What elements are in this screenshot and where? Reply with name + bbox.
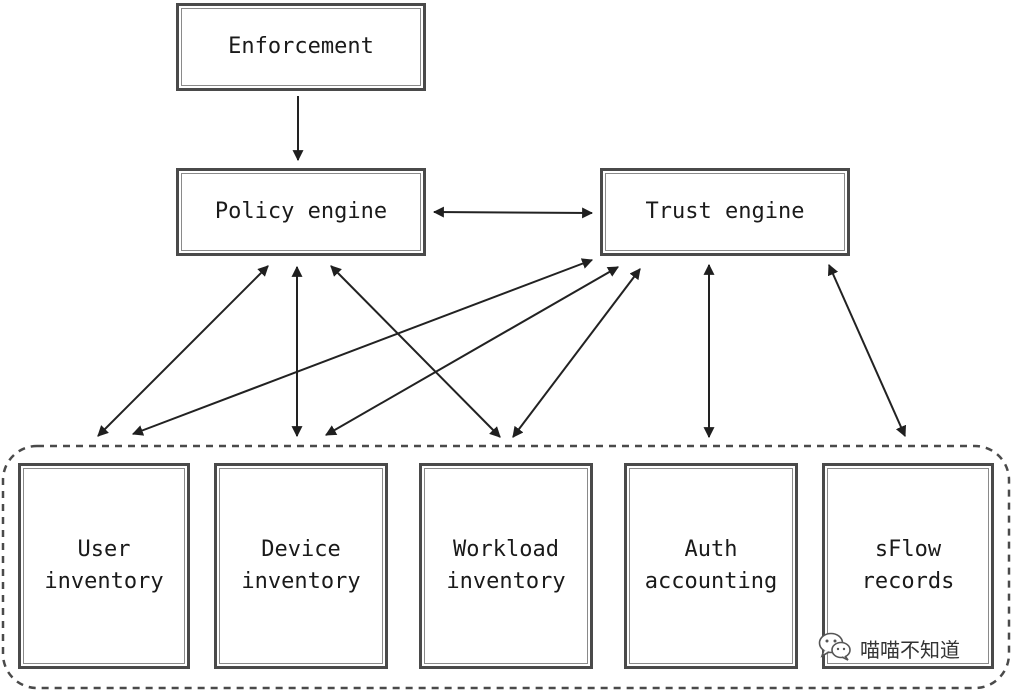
workload-inventory-label: Workload inventory bbox=[446, 537, 566, 594]
arrow-trust-user bbox=[131, 258, 594, 436]
enforcement-label: Enforcement bbox=[228, 34, 374, 59]
policy-engine-box: Policy engine bbox=[176, 168, 426, 256]
device-inventory-label: Device inventory bbox=[241, 537, 361, 594]
auth-accounting-box: Auth accounting bbox=[624, 463, 798, 669]
arrow-policy-trust bbox=[432, 206, 594, 219]
watermark: 喵喵不知道 bbox=[818, 628, 960, 668]
workload-inventory-box: Workload inventory bbox=[419, 463, 593, 669]
trust-engine-box: Trust engine bbox=[600, 168, 850, 256]
arrow-trust-sflow bbox=[827, 263, 907, 438]
sflow-records-label: sFlow records bbox=[861, 537, 955, 594]
wechat-icon bbox=[818, 631, 852, 665]
auth-accounting-label: Auth accounting bbox=[644, 537, 778, 594]
arrow-policy-workload bbox=[330, 265, 501, 438]
inventory-group-border bbox=[1, 444, 1011, 690]
user-inventory-box: User inventory bbox=[18, 463, 190, 669]
policy-engine-label: Policy engine bbox=[214, 199, 388, 224]
trust-engine-label: Trust engine bbox=[645, 199, 805, 224]
enforcement-box: Enforcement bbox=[176, 3, 426, 91]
arrow-trust-workload bbox=[512, 268, 641, 438]
arrow-policy-user bbox=[97, 265, 269, 437]
watermark-text: 喵喵不知道 bbox=[860, 637, 960, 662]
device-inventory-box: Device inventory bbox=[214, 463, 388, 669]
user-inventory-label: User inventory bbox=[44, 537, 164, 594]
sflow-records-box: sFlow records bbox=[822, 463, 994, 669]
